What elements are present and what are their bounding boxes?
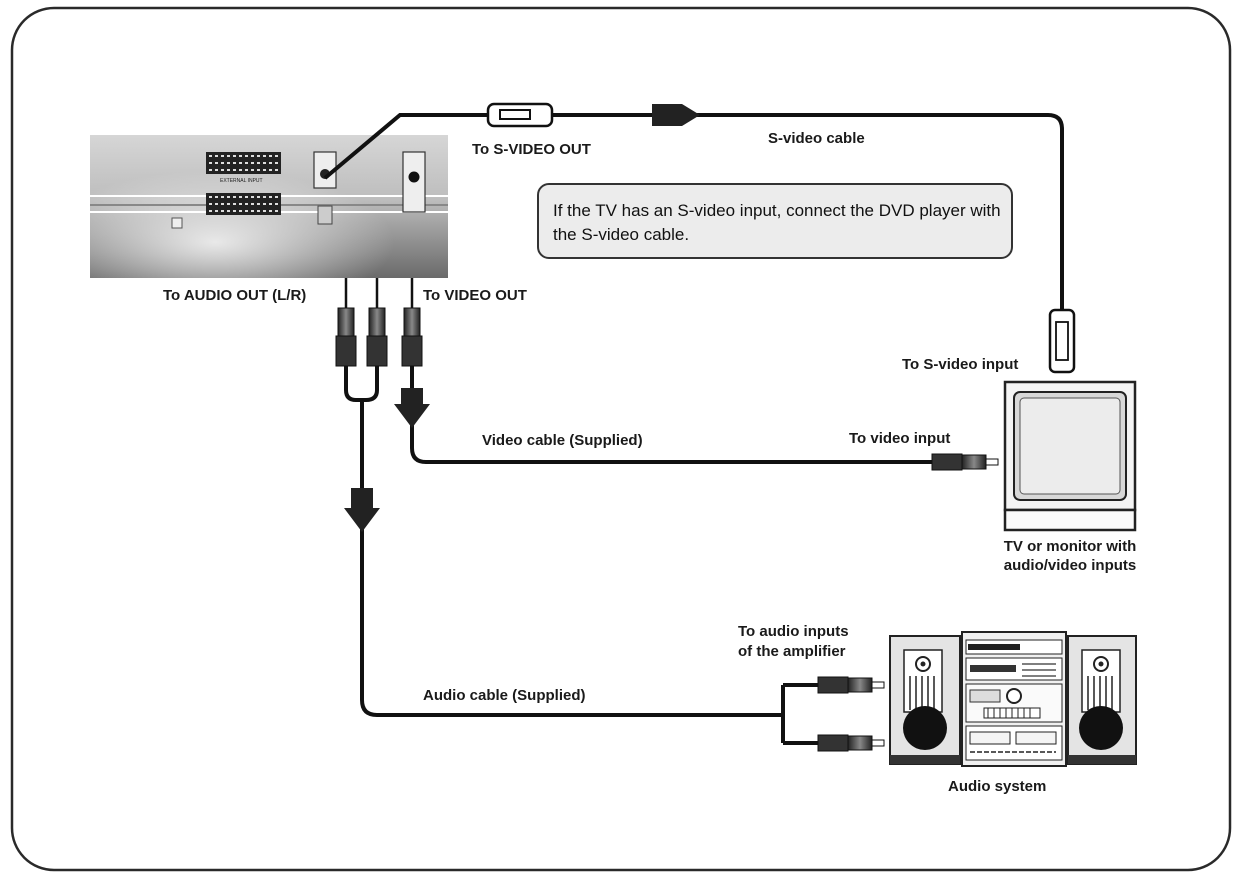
label-tv-line2: audio/video inputs: [1003, 557, 1137, 574]
s-video-plug-top: [486, 102, 554, 128]
audio-arrow: [344, 488, 380, 532]
tv-monitor: [1003, 380, 1137, 532]
label-s-video-cable: S-video cable: [768, 130, 865, 147]
label-video-input: To video input: [849, 430, 951, 447]
label-s-video-out: To S-VIDEO OUT: [472, 141, 591, 158]
right-speaker: [1067, 635, 1137, 765]
video-plug-tv: [931, 453, 999, 471]
video-out-jack: [402, 151, 426, 213]
dvd-rear-panel: EXTERNAL INPUT: [90, 135, 448, 278]
label-video-cable: Video cable (Supplied): [482, 432, 643, 449]
label-amp-line1: To audio inputs: [738, 623, 849, 640]
stereo-unit: [961, 631, 1067, 767]
label-audio-system: Audio system: [948, 778, 1047, 795]
label-s-video-input: To S-video input: [902, 356, 1019, 373]
label-audio-cable: Audio cable (Supplied): [423, 687, 586, 704]
audio-system: [889, 631, 1137, 767]
s-video-note: If the TV has an S-video input, connect …: [537, 183, 1013, 259]
audio-plugs-amp: [817, 676, 885, 752]
audio-cable: [344, 366, 820, 745]
video-cable: [410, 366, 932, 464]
left-speaker: [889, 635, 961, 765]
video-arrow: [394, 388, 430, 428]
s-video-plug-tv: [1048, 308, 1076, 374]
scart-connector: EXTERNAL INPUT: [206, 152, 281, 215]
s-video-cable: [323, 113, 1064, 310]
label-video-out: To VIDEO OUT: [423, 287, 527, 304]
label-audio-out: To AUDIO OUT (L/R): [163, 287, 307, 304]
rca-plugs-panel: [335, 278, 423, 367]
s-video-arrow: [652, 104, 700, 126]
scart-label: EXTERNAL INPUT: [220, 178, 263, 184]
label-amp-line2: of the amplifier: [738, 643, 846, 660]
label-tv-line1: TV or monitor with: [1003, 538, 1137, 555]
